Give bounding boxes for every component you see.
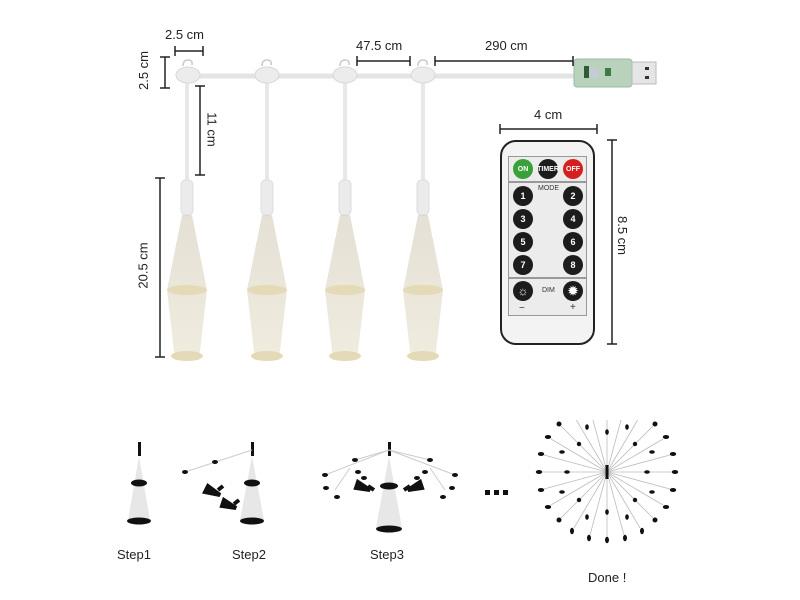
sun-bright-icon: ✹ <box>567 284 579 298</box>
off-button[interactable]: OFF <box>563 159 583 179</box>
step2-illustration <box>182 442 264 525</box>
dim-up-button[interactable]: ✹ <box>563 281 583 301</box>
dim-firework-length: 20.5 cm <box>135 242 151 289</box>
timer-button[interactable]: TIMER <box>537 159 559 179</box>
mode-button-6[interactable]: 6 <box>563 232 583 252</box>
step1-illustration <box>127 442 151 525</box>
dim-remote-height: 8.5 cm <box>615 215 631 256</box>
mode-button-2[interactable]: 2 <box>563 186 583 206</box>
on-button[interactable]: ON <box>513 159 533 179</box>
steps-diagram <box>127 420 679 544</box>
clip-icon <box>410 59 436 84</box>
dim-minus: − <box>519 303 525 314</box>
dim-remote-width: 4 cm <box>534 107 563 122</box>
dim-label: DIM <box>542 287 555 294</box>
done-burst-illustration <box>535 420 679 544</box>
step3-label: Step3 <box>370 547 404 562</box>
top-button-panel: ON TIMER OFF <box>508 156 587 182</box>
ellipsis-icon <box>485 490 508 495</box>
step2-label: Step2 <box>232 547 266 562</box>
mode-button-3[interactable]: 3 <box>513 209 533 229</box>
dim-spacing: 47.5 cm <box>356 38 403 53</box>
clip-icon <box>332 59 358 84</box>
mode-button-1[interactable]: 1 <box>513 186 533 206</box>
mode-button-4[interactable]: 4 <box>563 209 583 229</box>
clip-icon <box>175 59 201 84</box>
firework-light <box>325 179 365 361</box>
firework-light <box>403 179 443 361</box>
dim-hook-width: 2.5 cm <box>165 27 205 42</box>
dim-lead-cable: 290 cm <box>485 38 528 53</box>
mode-button-8[interactable]: 8 <box>563 255 583 275</box>
clip-icon <box>254 59 280 84</box>
remote-control: ON TIMER OFF MODE 1 2 3 4 5 6 7 8 ☼ DIM … <box>500 140 595 345</box>
step1-label: Step1 <box>117 547 151 562</box>
dimension-lines <box>155 46 617 358</box>
dim-plus: + <box>570 302 576 313</box>
firework-light <box>167 179 207 361</box>
sun-dim-icon: ☼ <box>517 284 529 298</box>
mode-panel: MODE 1 2 3 4 5 6 7 8 <box>508 182 587 278</box>
done-label: Done ! <box>588 570 627 585</box>
step3-illustration <box>322 442 458 533</box>
usb-plug-icon <box>573 58 657 88</box>
dim-down-button[interactable]: ☼ <box>513 281 533 301</box>
mode-label: MODE <box>538 185 559 192</box>
mode-button-5[interactable]: 5 <box>513 232 533 252</box>
dim-panel: ☼ DIM ✹ − + <box>508 278 587 316</box>
dim-drop-length: 11 cm <box>204 112 220 147</box>
dim-hook-height: 2.5 cm <box>136 50 152 91</box>
firework-light <box>247 179 287 361</box>
product-diagram <box>155 46 657 361</box>
mode-button-7[interactable]: 7 <box>513 255 533 275</box>
